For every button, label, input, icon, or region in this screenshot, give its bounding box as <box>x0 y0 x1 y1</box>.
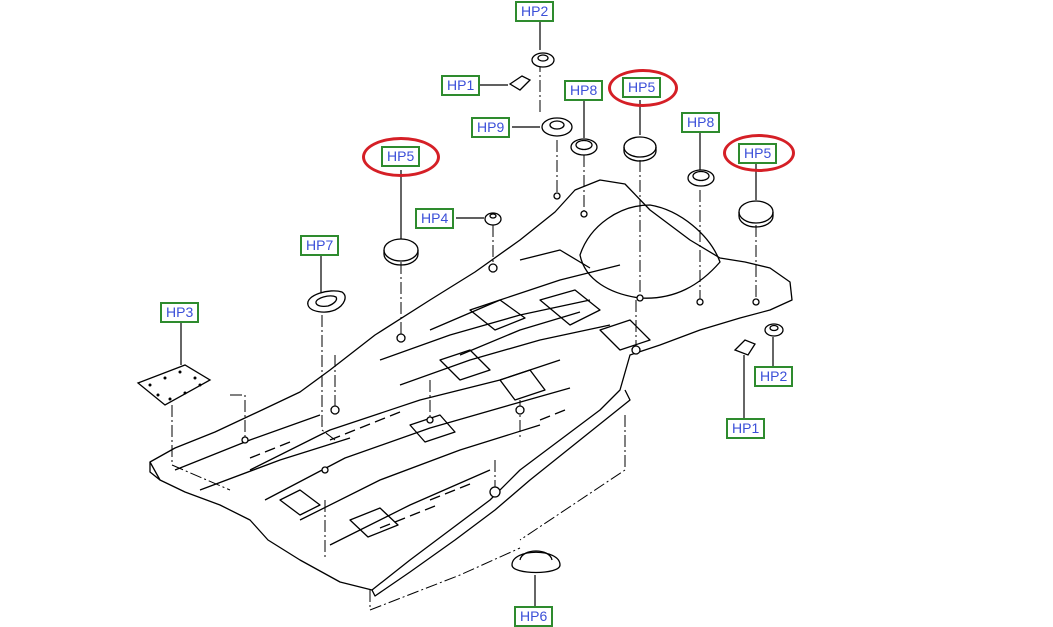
hp1-right-label: HP1 <box>726 418 766 439</box>
hp8-right-label: HP8 <box>681 112 721 133</box>
hp6-label: HP6 <box>514 606 554 627</box>
hp9-label: HP9 <box>471 117 511 138</box>
hp2-right-label: HP2 <box>754 366 794 387</box>
hp5-right-label: HP5 <box>738 143 778 164</box>
hp5-left-label: HP5 <box>381 146 421 167</box>
floor-pan-outline <box>149 179 793 591</box>
hp2-top-label: HP2 <box>515 1 555 22</box>
hp1-top-label: HP1 <box>441 75 481 96</box>
hp4-label: HP4 <box>415 208 455 229</box>
hp7-label: HP7 <box>300 235 340 256</box>
hp8-top-label: HP8 <box>564 80 604 101</box>
hp3-label: HP3 <box>160 302 200 323</box>
hp5-top-label: HP5 <box>622 77 662 98</box>
